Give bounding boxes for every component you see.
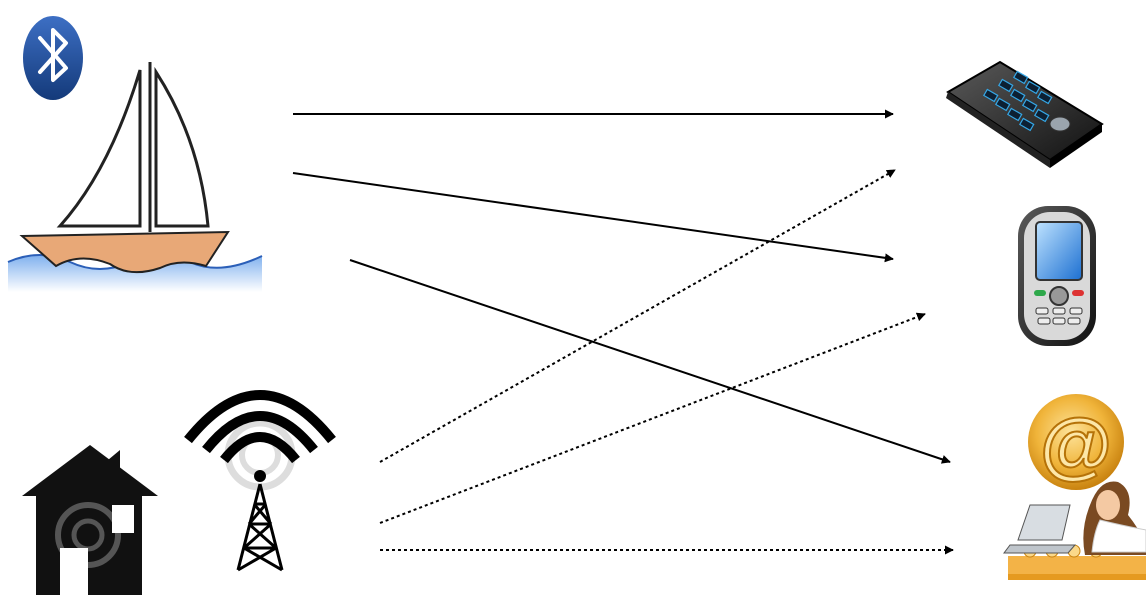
- solid-connections: [293, 114, 950, 462]
- email-at-icon: @: [1004, 394, 1146, 580]
- pda-device-icon: [946, 62, 1102, 168]
- house-icon: [22, 445, 158, 595]
- mobile-phone-icon: [1018, 206, 1096, 346]
- arrow-sailboat-to-email: [350, 260, 950, 462]
- radio-tower-icon: [188, 395, 332, 570]
- arrow-tower-to-mobile-phone: [380, 314, 925, 523]
- arrow-sailboat-to-mobile-phone: [293, 173, 893, 259]
- svg-text:@: @: [1040, 403, 1112, 486]
- bluetooth-icon: [23, 16, 83, 100]
